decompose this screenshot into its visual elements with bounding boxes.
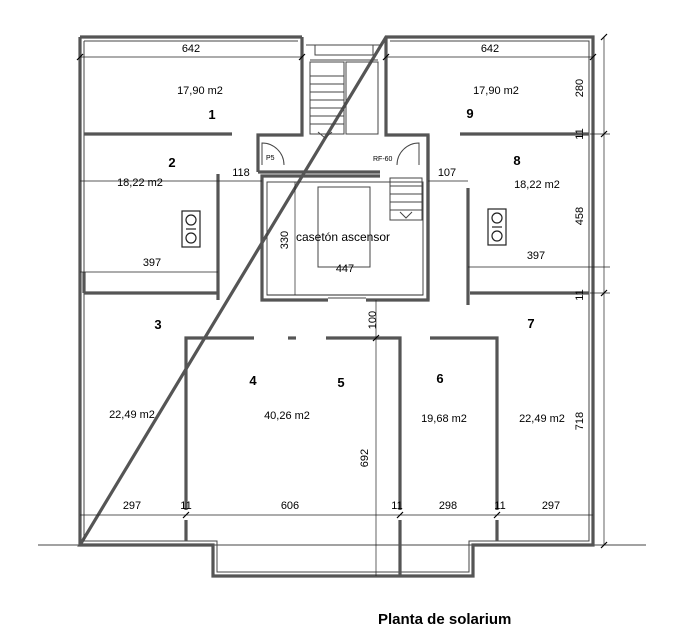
dim-447: 447 bbox=[336, 263, 354, 275]
partition-walls bbox=[82, 132, 589, 305]
dim-bottom-298: 298 bbox=[439, 500, 457, 512]
door-rf60-label: RF-60 bbox=[373, 156, 393, 163]
dim-left-397: 397 bbox=[143, 257, 161, 269]
dim-118: 118 bbox=[232, 167, 250, 179]
dim-top-left: 642 bbox=[182, 43, 200, 55]
lift-label: casetón ascensor bbox=[296, 230, 390, 244]
room-5-number: 5 bbox=[337, 375, 344, 390]
dim-100: 100 bbox=[367, 311, 379, 329]
room-7-area: 22,49 m2 bbox=[519, 413, 565, 425]
room-2-area: 18,22 m2 bbox=[117, 177, 163, 189]
dim-right-280: 280 bbox=[574, 79, 586, 97]
dim-330: 330 bbox=[279, 231, 291, 249]
dim-bottom-11-b: 11 bbox=[391, 500, 402, 512]
dimension-ticks bbox=[76, 33, 608, 549]
door-p5-label: P5 bbox=[266, 155, 275, 162]
room-6-area: 19,68 m2 bbox=[421, 413, 467, 425]
room-1-number: 1 bbox=[208, 107, 215, 122]
room-8-area: 18,22 m2 bbox=[514, 179, 560, 191]
dimension-lines bbox=[80, 37, 610, 576]
dim-top-right: 642 bbox=[481, 43, 499, 55]
dim-right-458: 458 bbox=[574, 207, 586, 225]
stair-inner bbox=[306, 44, 382, 56]
stair-steps bbox=[309, 59, 379, 135]
dim-692: 692 bbox=[359, 449, 371, 467]
lift-shaft bbox=[317, 186, 371, 268]
outer-wall bbox=[77, 35, 595, 578]
room-4-number: 4 bbox=[249, 373, 257, 388]
dim-bottom-297-left: 297 bbox=[123, 500, 141, 512]
dim-right-718: 718 bbox=[574, 412, 586, 430]
room-2-number: 2 bbox=[168, 155, 175, 170]
room-8-number: 8 bbox=[513, 153, 520, 168]
dim-bottom-297-right: 297 bbox=[542, 500, 560, 512]
dim-bottom-11-a: 11 bbox=[180, 500, 191, 512]
room-4-area: 40,26 m2 bbox=[264, 410, 310, 422]
stair-arrow-icon bbox=[317, 131, 333, 139]
fixture-right-icon bbox=[487, 208, 507, 246]
dim-bottom-606: 606 bbox=[281, 500, 299, 512]
room-3-number: 3 bbox=[154, 317, 161, 332]
lower-walls bbox=[184, 336, 499, 576]
dim-bottom-11-c: 11 bbox=[494, 500, 505, 512]
room-3-area: 22,49 m2 bbox=[109, 409, 155, 421]
outer-wall-inner bbox=[83, 40, 590, 573]
small-stair bbox=[389, 177, 423, 221]
plan-title: Planta de solarium bbox=[378, 611, 512, 628]
dim-right-397: 397 bbox=[527, 250, 545, 262]
dim-right-11-b: 11 bbox=[574, 289, 586, 300]
dim-107: 107 bbox=[438, 167, 456, 179]
fixture-left-icon bbox=[181, 210, 201, 248]
room-1-area: 17,90 m2 bbox=[177, 85, 223, 97]
room-9-area: 17,90 m2 bbox=[473, 85, 519, 97]
dim-right-11-a: 11 bbox=[574, 128, 586, 139]
door-p5-swing bbox=[261, 142, 285, 166]
stair-tread-lines bbox=[310, 75, 344, 125]
room-7-number: 7 bbox=[527, 316, 534, 331]
room-6-number: 6 bbox=[436, 371, 443, 386]
door-rf60-swing bbox=[396, 142, 420, 166]
lobby-wall bbox=[256, 148, 430, 302]
room-9-number: 9 bbox=[466, 106, 473, 121]
